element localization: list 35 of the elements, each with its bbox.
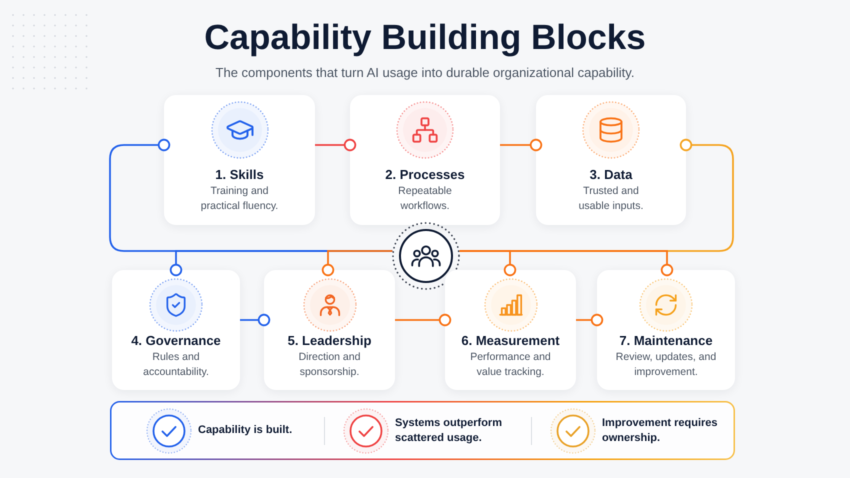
component-card — [536, 95, 686, 225]
subtitle: The components that turn AI usage into durable organizational capability. — [216, 64, 634, 82]
connector-line — [240, 314, 270, 326]
card-description: Rules and accountability. — [142, 350, 210, 380]
summary-statement: Capability is built. — [198, 423, 294, 438]
title: Capability Building Blocks — [204, 17, 646, 59]
card-description: Repeatable workflows. — [397, 184, 453, 214]
summary-statement: Systems outperform scattered usage. — [395, 416, 503, 446]
card-description: Trusted and usable inputs. — [578, 184, 644, 214]
card-title: 3. Data — [590, 166, 632, 183]
component-card — [350, 95, 500, 225]
component-card — [597, 270, 735, 390]
connector-line — [500, 138, 542, 152]
component-card — [445, 270, 576, 390]
card-title: 7. Maintenance — [619, 332, 713, 349]
card-title: 1. Skills — [215, 166, 264, 183]
card-description: Training and practical fluency. — [200, 184, 280, 214]
summary-statement: Improvement requires ownership. — [602, 416, 719, 446]
connector-line — [395, 314, 452, 326]
card-title: 5. Leadership — [288, 332, 372, 349]
card-title: 2. Processes — [385, 166, 465, 183]
component-card — [112, 270, 240, 390]
summary-banner — [110, 401, 735, 460]
card-title: 6. Measurement — [461, 332, 560, 349]
card-description: Performance and value tracking. — [469, 350, 552, 380]
connector-line — [576, 314, 604, 326]
card-description: Direction and sponsorship. — [298, 350, 362, 380]
hub-circle — [392, 222, 460, 290]
card-description: Review, updates, and improvement. — [614, 350, 718, 380]
connector-line — [460, 250, 674, 276]
card-title: 4. Governance — [131, 332, 221, 349]
component-card — [164, 95, 315, 225]
connector-line — [322, 250, 392, 276]
connector-line — [315, 138, 356, 152]
component-card — [264, 270, 395, 390]
